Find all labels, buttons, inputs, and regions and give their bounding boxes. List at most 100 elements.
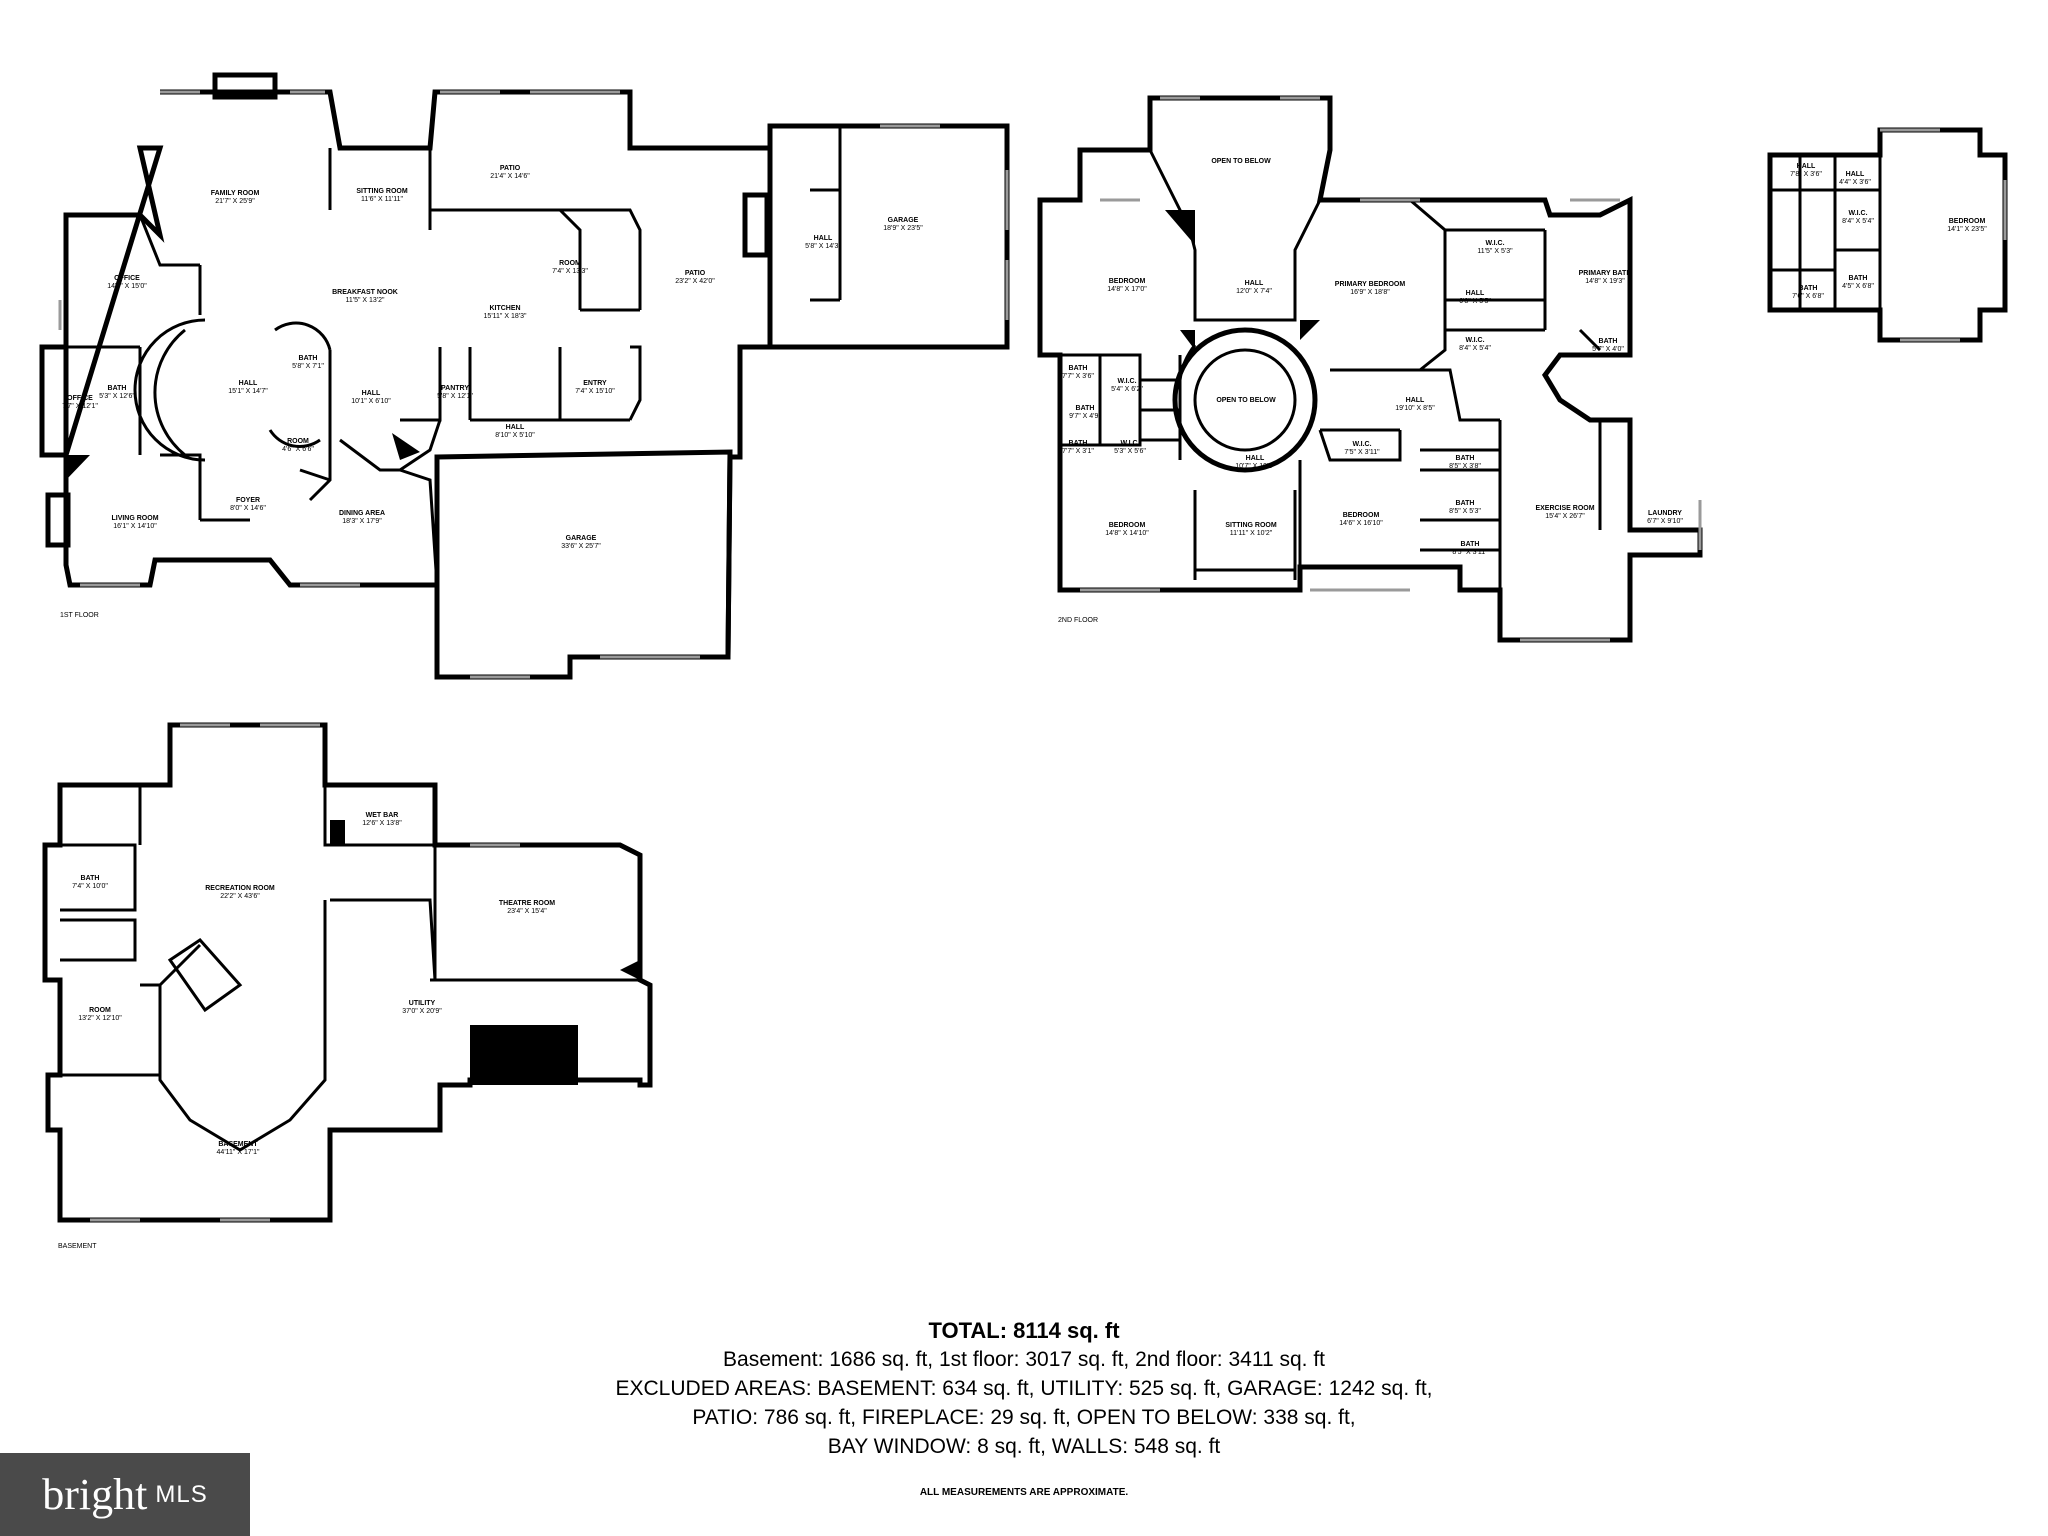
room-dimensions: 12'6" X 13'8" [362, 820, 402, 827]
room-dimensions: 14'6" X 15'0" [107, 283, 147, 290]
room-name-patio: PATIO [685, 270, 706, 277]
room-name-hall: HALL [1246, 455, 1265, 462]
room-dimensions: 14'6" X 16'10" [1339, 520, 1383, 527]
room-name-bath: BATH [1069, 440, 1088, 447]
room-name-hall: HALL [1406, 397, 1425, 404]
room-name-bath: BATH [1076, 405, 1095, 412]
room-name-office: OFFICE [114, 275, 140, 282]
room-dimensions: 11'5" X 5'3" [1477, 248, 1513, 255]
room-name-open-to-below: OPEN TO BELOW [1211, 158, 1271, 165]
summary-total: TOTAL: 8114 sq. ft [928, 1318, 1120, 1343]
room-dimensions: 23'2" X 42'0" [675, 278, 715, 285]
room-name-garage: GARAGE [566, 535, 597, 542]
room-name-room: ROOM [287, 438, 309, 445]
room-dimensions: 7'7" X 3'1" [1062, 448, 1094, 455]
room-dimensions: 8'0" X 14'6" [230, 505, 266, 512]
room-name-room: ROOM [559, 260, 581, 267]
room-name-hall: HALL [362, 390, 381, 397]
room-dimensions: 8'4" X 5'4" [1459, 345, 1491, 352]
room-dimensions: 5'3" X 12'6" [99, 393, 135, 400]
room-dimensions: 15'11" X 18'3" [484, 313, 527, 320]
upper-floor-plan [1767, 127, 2008, 343]
room-name-bedroom: BEDROOM [1343, 512, 1380, 519]
logo-mls-text: MLS [155, 1480, 208, 1508]
room-dimensions: 18'9" X 23'5" [883, 225, 923, 232]
room-name-sitting-room: SITTING ROOM [1225, 522, 1277, 529]
room-name-w-i-c: W.I.C. [1485, 240, 1504, 247]
floor-label-2nd: 2ND FLOOR [1058, 617, 1098, 624]
room-dimensions: 4'5" X 6'8" [1842, 283, 1874, 290]
room-dimensions: 7'7" X 3'6" [1062, 373, 1094, 380]
room-dimensions: 16'1" X 14'10" [113, 523, 157, 530]
room-dimensions: 37'0" X 20'9" [402, 1008, 442, 1015]
room-dimensions: 4'6" X 6'6" [282, 446, 314, 453]
floor-label-basement: BASEMENT [58, 1243, 97, 1250]
room-dimensions: 5'8" X 7'1" [292, 363, 324, 370]
room-name-room: ROOM [89, 1007, 111, 1014]
room-name-w-i-c: W.I.C. [1352, 441, 1371, 448]
bright-mls-logo: bright MLS [0, 1453, 250, 1536]
room-dimensions: 14'1" X 23'5" [1947, 226, 1987, 233]
summary-line-4: BAY WINDOW: 8 sq. ft, WALLS: 548 sq. ft [827, 1435, 1221, 1458]
room-dimensions: 15'4" X 26'7" [1545, 513, 1585, 520]
room-dimensions: 6'7" X 9'10" [1647, 518, 1683, 525]
room-name-laundry: LAUNDRY [1648, 510, 1682, 517]
room-dimensions: 15'1" X 14'7" [228, 388, 268, 395]
room-name-wet-bar: WET BAR [366, 812, 399, 819]
room-dimensions: 11'5" X 13'2" [345, 297, 385, 304]
first-floor-plan [39, 72, 1010, 680]
room-dimensions: 12'0" X 7'4" [1236, 288, 1272, 295]
second-floor-plan [1037, 95, 1703, 643]
room-dimensions: 16'9" X 18'8" [1350, 289, 1390, 296]
room-dimensions: 18'3" X 17'9" [342, 518, 382, 525]
room-dimensions: 8'5" X 3'8" [1449, 463, 1481, 470]
room-name-family-room: FAMILY ROOM [211, 190, 260, 197]
room-dimensions: 11'11" X 10'2" [1230, 530, 1273, 537]
room-name-bath: BATH [1456, 500, 1475, 507]
room-name-bath: BATH [1456, 455, 1475, 462]
room-name-bedroom: BEDROOM [1109, 278, 1146, 285]
summary-line-1: Basement: 1686 sq. ft, 1st floor: 3017 s… [723, 1348, 1325, 1371]
room-name-w-i-c: W.I.C. [1117, 378, 1136, 385]
room-name-w-i-c: W.I.C. [1465, 337, 1484, 344]
room-name-kitchen: KITCHEN [489, 305, 520, 312]
room-name-hall: HALL [1797, 163, 1816, 170]
room-name-garage: GARAGE [888, 217, 919, 224]
room-name-exercise-room: EXERCISE ROOM [1535, 505, 1594, 512]
room-dimensions: 8'4" X 5'4" [1842, 218, 1874, 225]
room-name-basement: BASEMENT [218, 1141, 258, 1148]
room-dimensions: 8'10" X 5'10" [495, 432, 535, 439]
room-name-dining-area: DINING AREA [339, 510, 385, 517]
room-name-primary-bath: PRIMARY BATH [1579, 270, 1632, 277]
room-name-living-room: LIVING ROOM [111, 515, 158, 522]
room-dimensions: 7'6" X 6'8" [1792, 293, 1824, 300]
room-dimensions: 14'8" X 14'10" [1105, 530, 1149, 537]
room-dimensions: 23'4" X 15'4" [507, 908, 547, 915]
room-name-bath: BATH [1849, 275, 1868, 282]
room-name-bath: BATH [1599, 338, 1618, 345]
room-name-utility: UTILITY [409, 1000, 436, 1007]
room-dimensions: 5'7" X 4'0" [1592, 346, 1624, 353]
summary-line-2: EXCLUDED AREAS: BASEMENT: 634 sq. ft, UT… [615, 1377, 1433, 1400]
room-name-hall: HALL [239, 380, 258, 387]
room-dimensions: 8'5" X 5'3" [1449, 508, 1481, 515]
room-name-hall: HALL [1466, 290, 1485, 297]
room-name-hall: HALL [1245, 280, 1264, 287]
room-dimensions: 19'10" X 8'5" [1395, 405, 1435, 412]
upper-floor-outer-wall [1767, 127, 2008, 343]
room-dimensions: 10'1" X 6'10" [351, 398, 391, 405]
room-name-hall: HALL [1846, 171, 1865, 178]
room-dimensions: 8'5" X 3'11" [1452, 549, 1488, 556]
room-name-recreation-room: RECREATION ROOM [205, 885, 275, 892]
room-name-bath: BATH [1799, 285, 1818, 292]
room-dimensions: 22'2" X 43'6" [220, 893, 260, 900]
room-dimensions: 21'4" X 14'6" [490, 173, 530, 180]
floor-label-1st: 1ST FLOOR [60, 612, 99, 619]
room-dimensions: 6'8" X 5'5" [1459, 298, 1491, 305]
room-name-patio: PATIO [500, 165, 521, 172]
basement-outer-wall [42, 722, 653, 1223]
room-dimensions: 7'4" X 10'0" [72, 883, 108, 890]
room-name-open-to-below: OPEN TO BELOW [1216, 397, 1276, 404]
room-name-breakfast-nook: BREAKFAST NOOK [332, 289, 398, 296]
